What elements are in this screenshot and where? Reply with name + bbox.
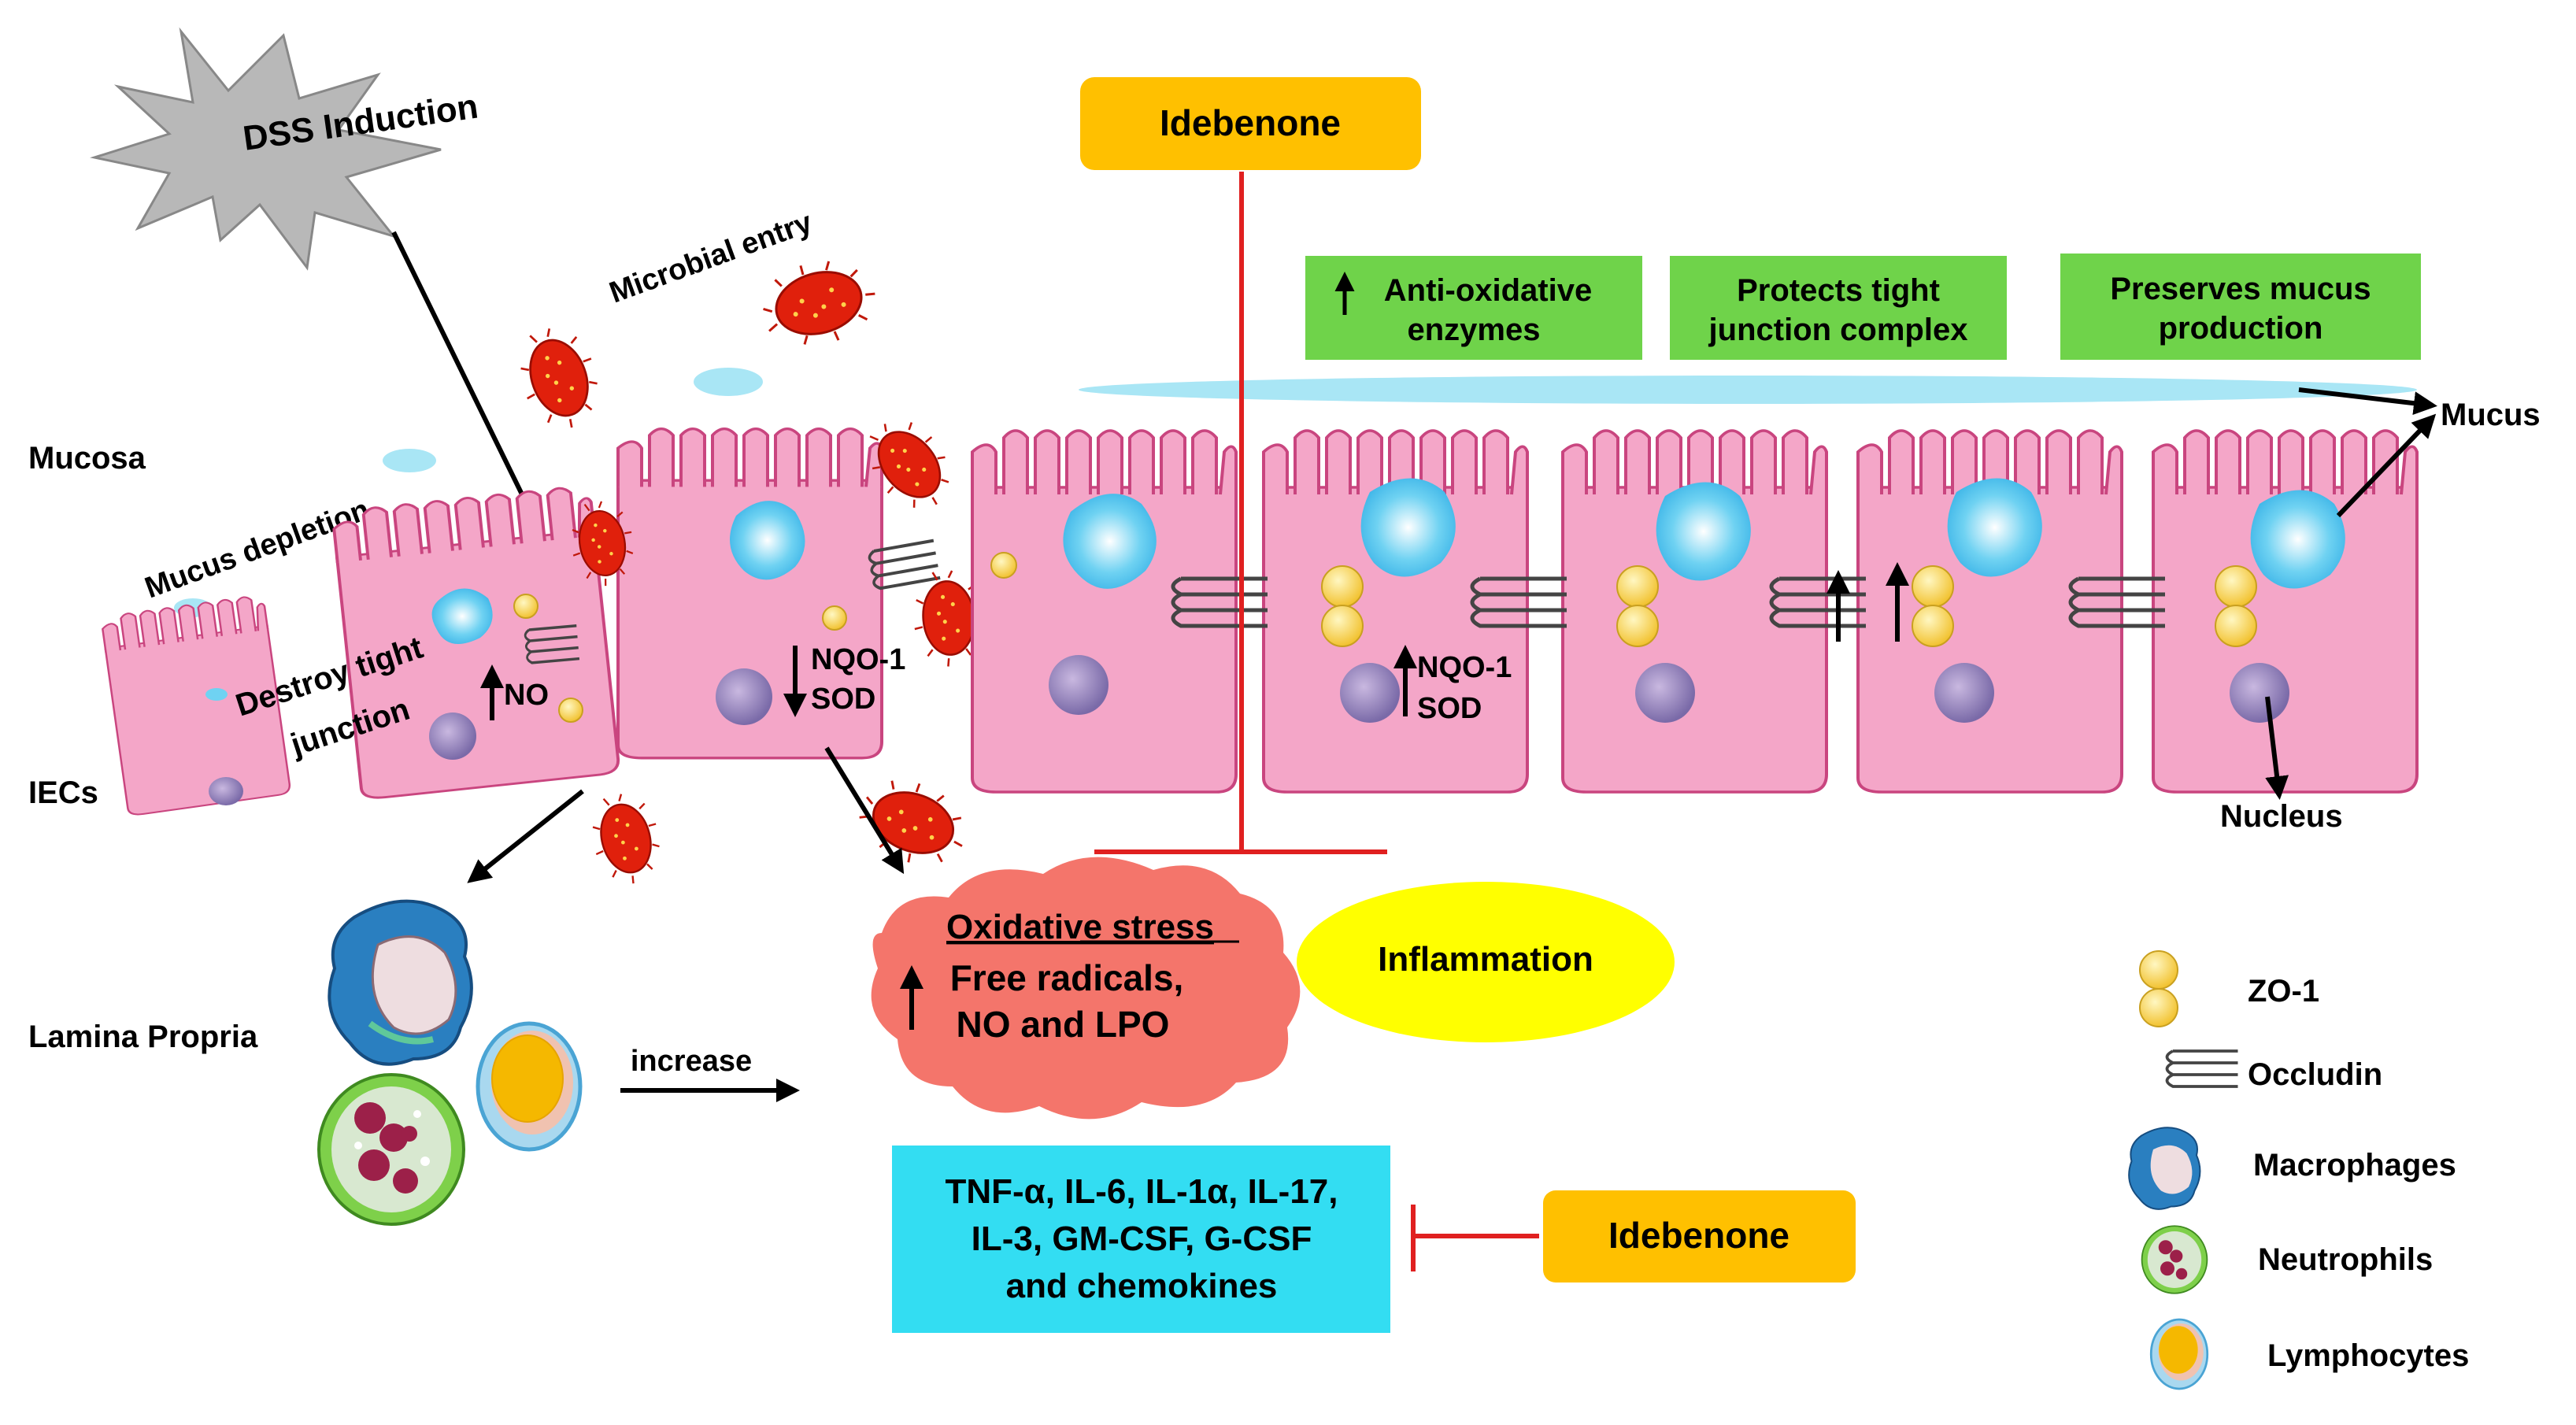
effect-3-line1: Preserves mucus xyxy=(2110,272,2371,306)
zo1-dot xyxy=(1616,565,1659,608)
cytokine-line2: IL-3, GM-CSF, G-CSF xyxy=(972,1220,1312,1258)
vacuole xyxy=(1947,478,2042,577)
mucus-droplet xyxy=(694,368,763,396)
legend-macrophage-icon xyxy=(2128,1127,2201,1210)
legend-zo1-icon xyxy=(2139,988,2178,1027)
legend-macrophages-label: Macrophages xyxy=(2253,1148,2456,1183)
effect-box xyxy=(1305,256,1642,360)
legend-lymphocytes-label: Lymphocytes xyxy=(2267,1338,2469,1373)
nucleus xyxy=(1635,663,1695,723)
macrophage-cell xyxy=(328,899,473,1066)
vacuole xyxy=(205,688,228,701)
zo1-dot xyxy=(1616,605,1659,647)
zo1-dot xyxy=(1912,565,1954,608)
healthy-cell-5 xyxy=(2152,429,2419,794)
effect-box xyxy=(1670,256,2007,360)
nucleus xyxy=(1934,663,1994,723)
vacuole xyxy=(2250,490,2345,589)
neutrophil-cell xyxy=(317,1073,465,1226)
vacuole xyxy=(1360,478,1456,577)
nucleus-arrow xyxy=(2265,696,2289,800)
nucleus xyxy=(209,777,243,805)
increase-label: increase xyxy=(631,1045,752,1078)
zo1-dot xyxy=(2215,605,2257,647)
nucleus xyxy=(429,712,476,760)
idebenone-bottom-label: Idebenone xyxy=(1608,1215,1790,1256)
nucleus xyxy=(2230,663,2289,723)
legend-lymphocyte-icon xyxy=(2149,1318,2209,1390)
legend-neutrophils-label: Neutrophils xyxy=(2258,1242,2433,1277)
sod-right-label: SOD xyxy=(1417,692,1482,725)
mucus-layer xyxy=(1079,376,2417,404)
idebenone-bottom-box xyxy=(1543,1190,1856,1282)
nucleus xyxy=(1049,655,1108,715)
cytokine-line1: TNF-α, IL-6, IL-1α, IL-17, xyxy=(946,1172,1338,1211)
vacuole xyxy=(1656,482,1751,581)
mucus-arrow xyxy=(2336,413,2437,518)
zo1-dot xyxy=(1321,605,1364,647)
lymphocyte-cell xyxy=(476,1021,583,1152)
zo1-dot xyxy=(1912,605,1954,647)
lamina-propria-label: Lamina Propria xyxy=(28,1020,258,1054)
vacuole xyxy=(431,588,493,644)
mucosa-label: Mucosa xyxy=(28,441,146,476)
bacterium xyxy=(506,317,613,440)
iecs-label: IECs xyxy=(28,775,98,810)
mucus-arrow xyxy=(2298,387,2437,416)
legend: ZO-1 Occludin Macrophages Neutrophils Ly… xyxy=(2128,950,2469,1390)
oxidative-title: Oxidative stress xyxy=(946,908,1214,946)
nqo1-left-label: NQO-1 xyxy=(811,643,905,676)
effect-2-line2: junction complex xyxy=(1708,313,1968,347)
nucleus-label: Nucleus xyxy=(2220,799,2343,834)
zo1-dot xyxy=(558,698,583,723)
zo1-dot xyxy=(822,605,847,631)
effect-box xyxy=(2060,254,2421,360)
idebenone-top-box xyxy=(1080,77,1421,170)
effect-2-line1: Protects tight xyxy=(1737,273,1940,308)
nucleus xyxy=(1340,663,1400,723)
idebenone-top-label: Idebenone xyxy=(1160,102,1341,143)
no-label: NO xyxy=(504,679,549,712)
legend-occludin-icon xyxy=(2165,1049,2240,1088)
sod-left-label: SOD xyxy=(811,683,875,716)
nucleus xyxy=(716,668,772,725)
cytokine-line3: and chemokines xyxy=(1006,1267,1278,1305)
legend-zo1-label: ZO-1 xyxy=(2248,974,2319,1009)
cytokine-box xyxy=(892,1146,1390,1333)
inflammation-label: Inflammation xyxy=(1378,940,1593,979)
mucus-label: Mucus xyxy=(2441,398,2541,432)
vacuole xyxy=(730,501,805,580)
nqo1-right-label: NQO-1 xyxy=(1417,651,1512,684)
dss-induction-burst: DSS Induction xyxy=(90,27,480,271)
mucus-droplet xyxy=(383,449,436,472)
oxidative-cloud xyxy=(871,857,1301,1120)
bacterium xyxy=(849,767,979,879)
arrow-to-immune xyxy=(467,789,584,883)
oxidative-line2: NO and LPO xyxy=(957,1004,1170,1045)
effect-1-line2: enzymes xyxy=(1408,313,1541,347)
bacterium xyxy=(753,247,886,358)
effect-3-line2: production xyxy=(2159,311,2323,346)
legend-neutrophil-icon xyxy=(2141,1225,2208,1294)
legend-zo1-icon xyxy=(2139,950,2178,990)
arrow-to-oxidative xyxy=(824,746,905,875)
oxidative-line1: Free radicals, xyxy=(950,957,1184,998)
zo1-dot xyxy=(990,552,1017,579)
zo1-dot xyxy=(2215,565,2257,608)
bacterium xyxy=(582,786,671,892)
legend-occludin-label: Occludin xyxy=(2248,1057,2382,1092)
inflammation-ellipse xyxy=(1297,882,1675,1042)
zo1-dot xyxy=(1321,565,1364,608)
zo1-dot xyxy=(513,594,539,619)
vacuole xyxy=(1063,494,1157,589)
effect-1-line1: Anti-oxidative xyxy=(1384,273,1592,308)
